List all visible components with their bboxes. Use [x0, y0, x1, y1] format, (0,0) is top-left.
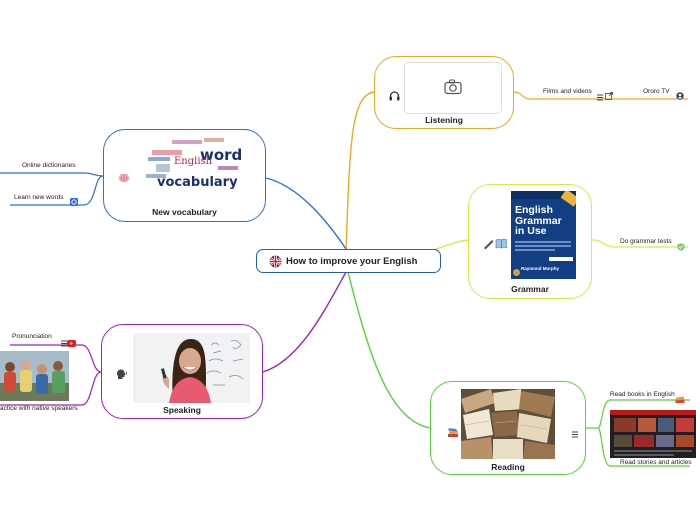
listening-child-ororo[interactable]: Ororo TV — [643, 88, 670, 95]
wordcloud-vocabulary: vocabulary — [157, 175, 238, 190]
video-icon[interactable] — [67, 334, 76, 352]
grammar-node[interactable]: English Grammar in Use Raymond Murphy Gr… — [468, 184, 592, 299]
reading-node[interactable]: Reading — [430, 381, 586, 475]
stories-articles-thumbnail — [610, 410, 696, 458]
listening-child-films[interactable]: Films and videos — [543, 88, 592, 95]
headphones-icon — [389, 88, 400, 106]
speaking-child-native[interactable]: actice with native speakers — [0, 405, 78, 412]
speaking-node[interactable]: Speaking — [101, 324, 263, 419]
vocabulary-child-learn[interactable]: Learn new words — [14, 194, 64, 201]
grammar-title: Grammar — [511, 284, 549, 294]
wordcloud-english: English — [174, 156, 213, 167]
listening-title: Listening — [425, 115, 463, 125]
notes-icon — [61, 334, 67, 352]
uk-flag-icon — [269, 255, 282, 273]
reading-title: Reading — [491, 462, 525, 472]
grammar-child-tests[interactable]: Do grammar tests — [620, 238, 672, 245]
target-icon — [70, 193, 78, 211]
wordcloud-words: words — [200, 146, 242, 164]
central-topic[interactable]: How to improve your English — [256, 249, 441, 273]
notes-icon — [572, 425, 578, 443]
reading-child-books[interactable]: Read books in English — [610, 391, 675, 398]
native-speakers-photo — [0, 351, 69, 401]
grammar-book-cover: English Grammar in Use Raymond Murphy — [511, 191, 576, 279]
reading-child-stories[interactable]: Read stories and articles — [620, 459, 692, 466]
book-author-text: Raymond Murphy — [521, 266, 560, 271]
speaking-teacher-photo — [133, 333, 250, 403]
notes-icon — [597, 88, 603, 106]
attachment-placeholder[interactable] — [404, 62, 502, 114]
vocabulary-title: New vocabulary — [152, 207, 217, 217]
reading-books-photo — [461, 389, 555, 459]
speaking-head-icon — [116, 367, 128, 385]
vocabulary-wordcloud-image: words vocabulary English — [144, 136, 242, 193]
book-title-text: English Grammar in Use — [515, 204, 562, 237]
speaking-title: Speaking — [163, 405, 201, 415]
central-topic-title: How to improve your English — [286, 256, 418, 267]
pencil-book-icon — [483, 236, 508, 254]
external-link-icon[interactable] — [605, 87, 613, 105]
brain-icon — [118, 170, 130, 188]
book-icon — [675, 391, 685, 409]
checkmark-icon — [677, 238, 685, 256]
speaking-child-pronunciation[interactable]: Pronunciation — [12, 333, 52, 340]
user-icon — [676, 87, 684, 105]
vocabulary-child-dictionaries[interactable]: Online dictionaries — [22, 162, 76, 169]
books-icon — [447, 425, 459, 443]
camera-icon — [444, 79, 462, 100]
vocabulary-node[interactable]: words vocabulary English New vocabulary — [103, 129, 266, 222]
listening-node[interactable]: Listening — [374, 56, 514, 129]
